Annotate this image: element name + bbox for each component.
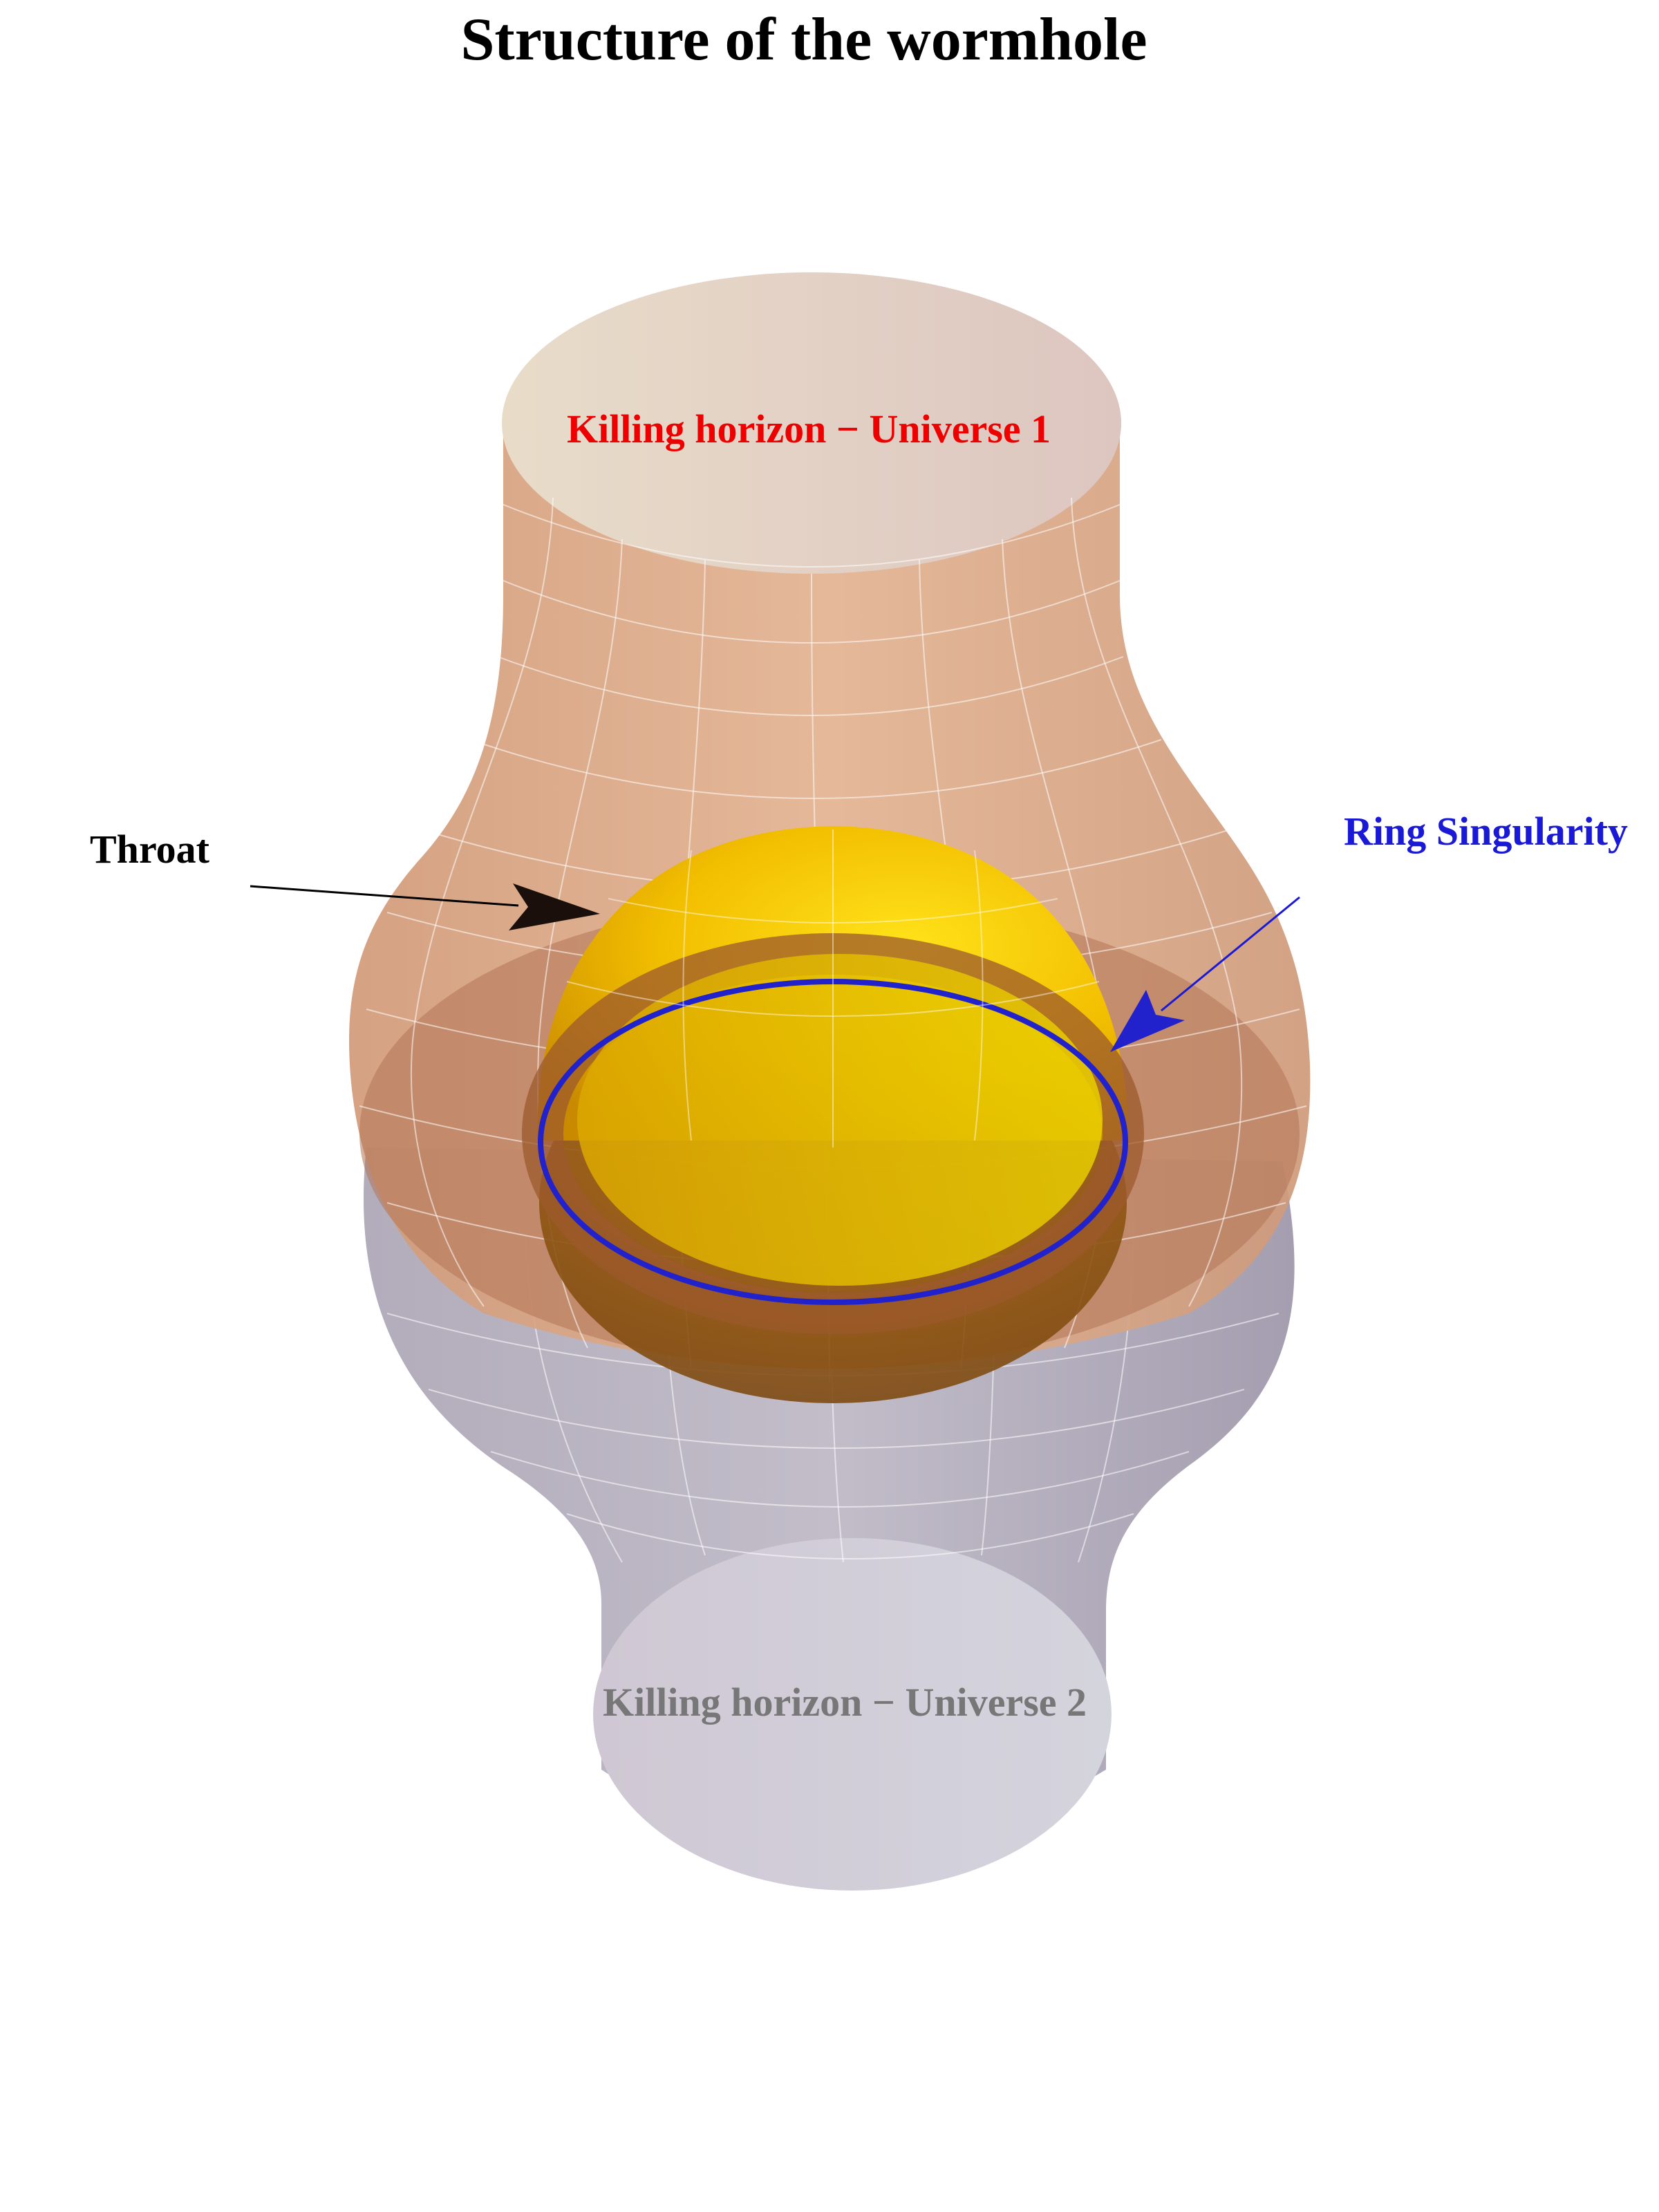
inner-disk: [577, 954, 1103, 1286]
sphere-mesh: [566, 829, 1100, 1147]
ring-arrow-head: [1110, 990, 1185, 1052]
universe1-top-cap: [502, 272, 1121, 574]
ring-singularity: [538, 979, 1128, 1305]
throat-arrow: [250, 883, 600, 930]
universe2-bottom-cap: [593, 1538, 1112, 1891]
throat-label: Throat: [90, 827, 210, 872]
universe2-label: Killing horizon − Universe 2: [603, 1680, 1087, 1725]
throat-sphere: [522, 826, 1144, 1403]
universe1-label: Killing horizon − Universe 1: [567, 406, 1051, 451]
ring-singularity-label: Ring Singularity: [1344, 809, 1628, 854]
ring-arrow: [1110, 896, 1300, 1052]
throat-arrow-head: [509, 883, 600, 930]
figure-title: Structure of the wormhole: [460, 6, 1147, 73]
